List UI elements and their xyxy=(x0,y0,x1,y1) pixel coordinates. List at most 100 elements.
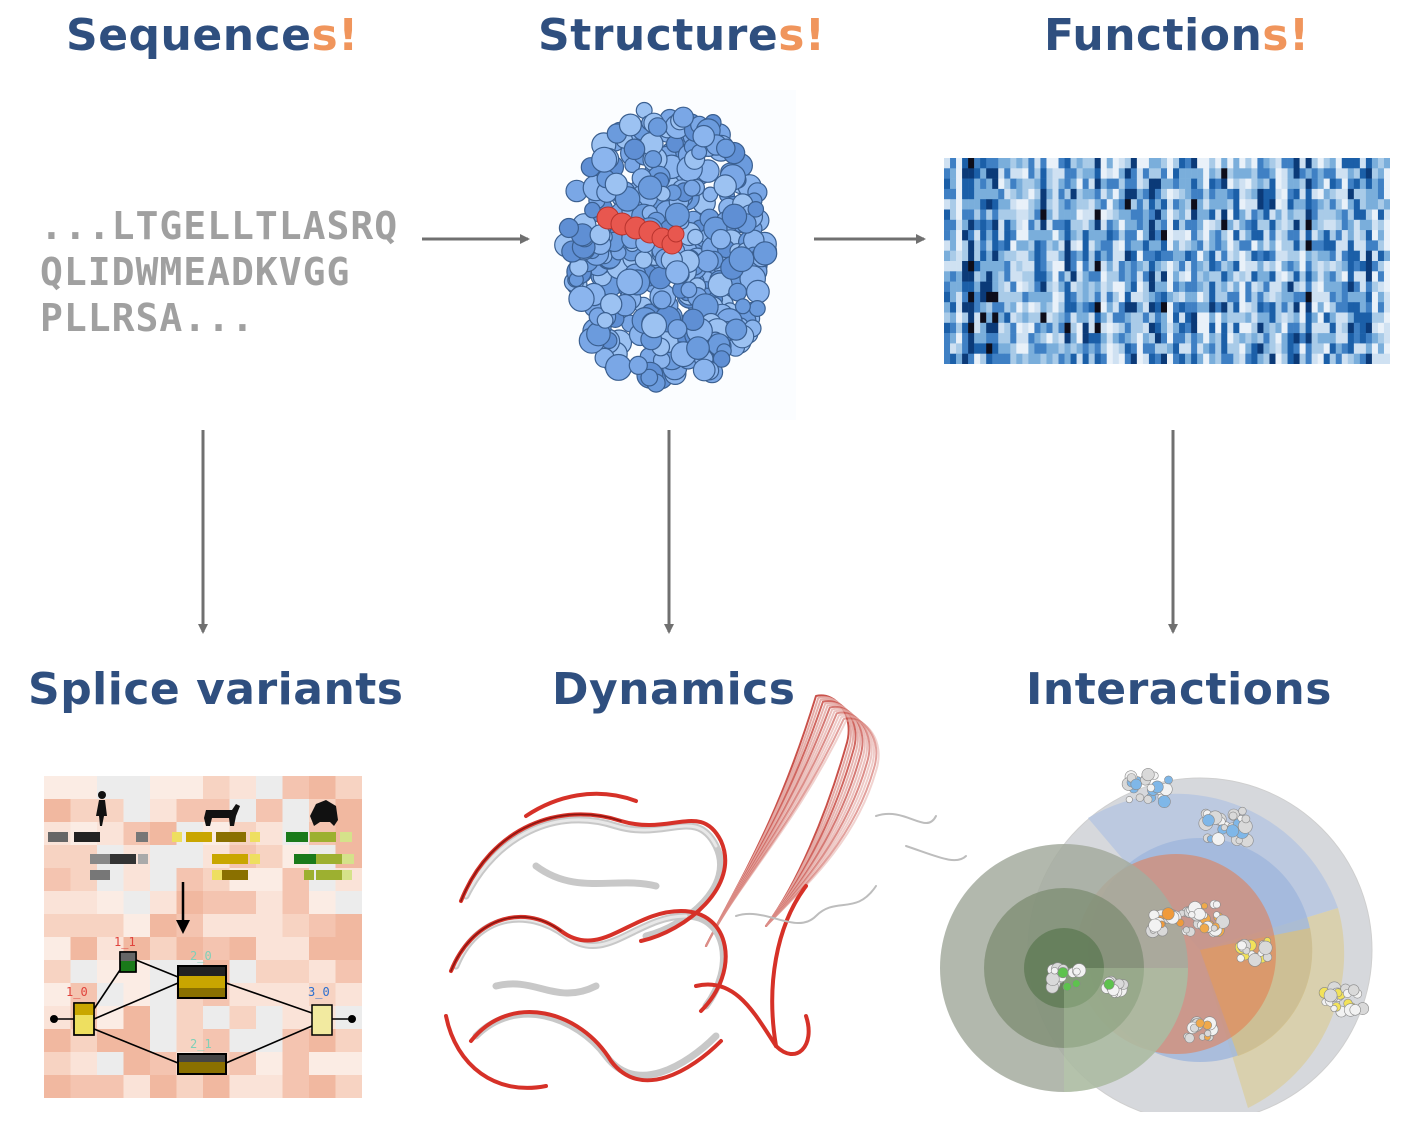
heatmap-cell xyxy=(1070,158,1077,169)
heatmap-cell xyxy=(1028,188,1035,200)
splice-bg-cell xyxy=(229,937,257,961)
heatmap-cell xyxy=(1209,343,1216,354)
heatmap-cell xyxy=(1287,291,1294,303)
splice-label-2-0: 2_0 xyxy=(190,949,212,963)
heatmap-cell xyxy=(1185,230,1192,241)
heatmap-cell xyxy=(1305,281,1312,293)
heatmap-cell xyxy=(1064,271,1071,282)
heatmap-cell xyxy=(1124,158,1132,169)
heatmap-cell xyxy=(986,271,993,282)
heatmap-cell xyxy=(1130,209,1138,221)
heatmap-cell xyxy=(1227,240,1234,251)
heatmap-cell xyxy=(1052,343,1059,354)
splice-bg-cell xyxy=(70,776,98,800)
heatmap-cell xyxy=(986,322,993,334)
heatmap-cell xyxy=(1052,353,1059,364)
heatmap-cell xyxy=(998,271,1005,282)
heatmap-cell xyxy=(1221,312,1228,324)
protein-atom xyxy=(716,138,736,159)
heatmap-cell xyxy=(998,333,1005,344)
heatmap-cell xyxy=(1317,281,1325,293)
heatmap-cell xyxy=(1142,333,1150,344)
sequence-line-2: QLIDWMEADKVGG xyxy=(40,250,351,294)
heatmap-cell xyxy=(1106,209,1114,221)
heatmap-cell xyxy=(1287,333,1294,344)
heatmap-cell xyxy=(1064,302,1071,313)
heatmap-cell xyxy=(1058,250,1065,262)
heatmap-cell xyxy=(1004,343,1011,354)
structures-title-text: Structure xyxy=(538,10,779,61)
heatmap-cell xyxy=(1118,188,1126,200)
heatmap-cell xyxy=(1040,178,1047,190)
heatmap-cell xyxy=(986,353,993,364)
heatmap-cell xyxy=(1185,343,1192,354)
splice-bg-cell xyxy=(70,914,98,938)
heatmap-cell xyxy=(1173,333,1180,344)
splice-bg-cell xyxy=(123,799,151,823)
heatmap-cell xyxy=(1148,209,1156,221)
heatmap-cell xyxy=(1359,322,1367,334)
heatmap-cell xyxy=(1124,188,1132,200)
heatmap-cell xyxy=(1251,240,1258,251)
heatmap-cell xyxy=(1203,322,1210,334)
heatmap-cell xyxy=(1203,219,1210,231)
ligand-highlight xyxy=(596,206,685,255)
heatmap-cell xyxy=(1341,343,1349,354)
splice-bg-cell xyxy=(97,1006,124,1030)
heatmap-cell xyxy=(1203,302,1210,313)
heatmap-cell xyxy=(1287,271,1294,282)
heatmap-cell xyxy=(1010,219,1017,231)
heatmap-cell xyxy=(1191,209,1198,221)
heatmap-cell xyxy=(1094,322,1102,334)
heatmap-cell xyxy=(1100,261,1108,272)
splice-bg-cell xyxy=(335,960,362,984)
heatmap-cell xyxy=(1365,209,1373,221)
heatmap-cell xyxy=(1323,322,1331,334)
heatmap-cell xyxy=(1317,271,1325,282)
heatmap-cell xyxy=(1221,261,1228,272)
heatmap-cell xyxy=(1004,281,1011,293)
heatmap-cell xyxy=(1148,322,1156,334)
heatmap-cell xyxy=(1004,271,1011,282)
heatmap-cell xyxy=(1058,271,1065,282)
heatmap-cell xyxy=(1197,343,1204,354)
heatmap-cell xyxy=(1070,271,1077,282)
heatmap-cell xyxy=(1335,261,1343,272)
splice-bg-cell xyxy=(97,983,124,1007)
heatmap-cell xyxy=(980,271,987,282)
heatmap-cell xyxy=(1034,188,1041,200)
heatmap-cell xyxy=(998,230,1005,241)
heatmap-cell xyxy=(986,302,993,313)
heatmap-cell xyxy=(1076,199,1083,210)
heatmap-cell xyxy=(962,188,969,200)
heatmap-cell xyxy=(1010,343,1017,354)
heatmap-cell xyxy=(950,168,957,179)
heatmap-cell xyxy=(1323,158,1331,169)
interactions-radial-diagram xyxy=(940,768,1373,1112)
heatmap-cell xyxy=(1124,209,1132,221)
heatmap-cell xyxy=(1058,199,1065,210)
heatmap-cell xyxy=(1136,230,1144,241)
protein-atom xyxy=(644,150,663,169)
heatmap-cell xyxy=(1341,199,1349,210)
splice-bg-cell xyxy=(282,891,310,915)
heatmap-cell xyxy=(1064,333,1071,344)
heatmap-cell xyxy=(1227,250,1234,262)
heatmap-cell xyxy=(1142,188,1150,200)
heatmap-cell xyxy=(1052,312,1059,324)
heatmap-cell xyxy=(1371,333,1379,344)
heatmap-cell xyxy=(986,230,993,241)
heatmap-cell xyxy=(1257,230,1264,241)
heatmap-cell xyxy=(1251,230,1258,241)
heatmap-cell xyxy=(944,291,951,303)
heatmap-cell xyxy=(1118,199,1126,210)
heatmap-cell xyxy=(1094,188,1102,200)
heatmap-cell xyxy=(1377,219,1385,231)
heatmap-cell xyxy=(944,158,951,169)
heatmap-cell xyxy=(1106,261,1114,272)
splice-bg-cell xyxy=(335,891,362,915)
heatmap-cell xyxy=(1239,188,1246,200)
heatmap-cell xyxy=(1160,240,1168,251)
heatmap-cell xyxy=(1070,302,1077,313)
heatmap-cell xyxy=(1130,219,1138,231)
